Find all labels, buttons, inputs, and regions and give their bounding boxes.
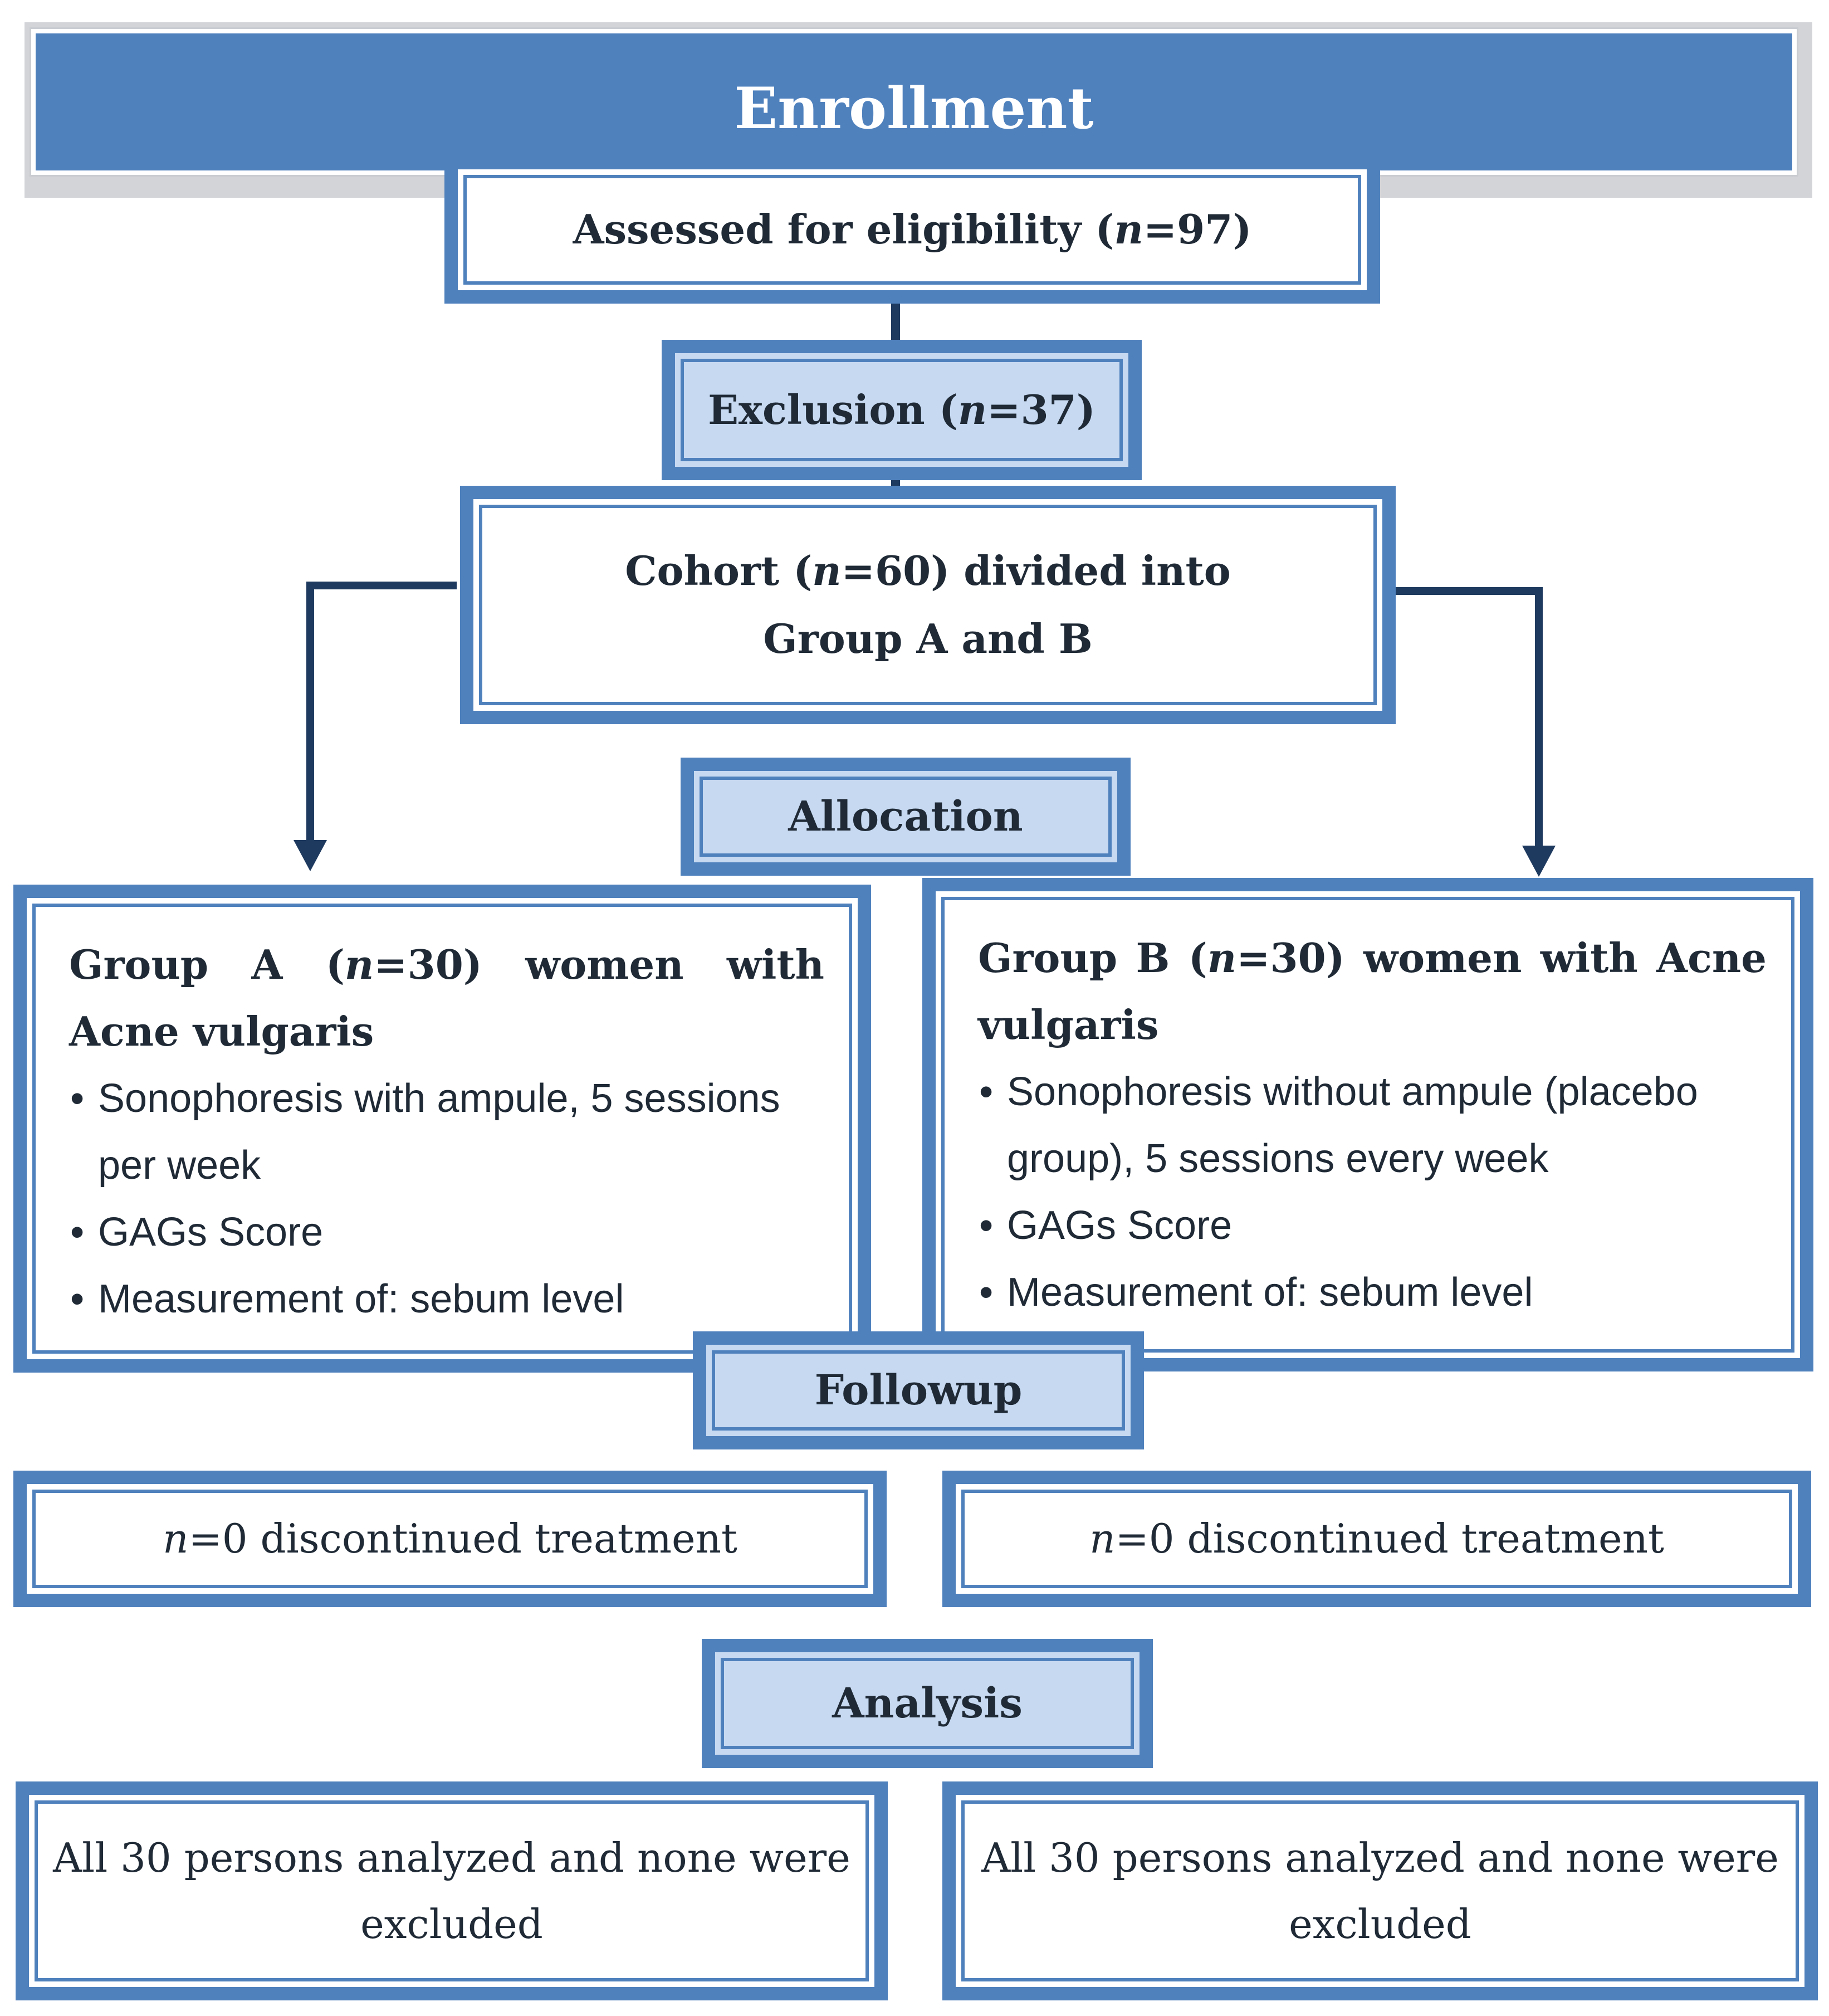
followup-content: Followup: [706, 1345, 1131, 1436]
bullet-icon: •: [70, 1076, 85, 1121]
arrow-down-left: [294, 840, 327, 871]
cohort-content: Cohort (n=60) divided into Group A and B: [473, 499, 1382, 711]
analysis-left-content: All 30 persons analyzed and none were ex…: [29, 1795, 874, 1987]
group-a-item-text: GAGs Score: [98, 1210, 324, 1254]
group-b-title-suffix: =30) women with Acne vulgaris: [978, 934, 1767, 1048]
exclusion-n: n: [957, 385, 987, 433]
group-b-item-text: Measurement of: sebum level: [1007, 1270, 1533, 1315]
bullet-icon: •: [70, 1277, 85, 1321]
group-b-title-prefix: Group B (: [978, 934, 1207, 982]
analysis-left-line-1: All 30 persons analyzed and none were: [53, 1834, 850, 1881]
enrollment-title: Enrollment: [734, 75, 1094, 142]
group-b-bullet-item: • Sonophoresis without ampule (placebo gr…: [978, 1058, 1767, 1192]
analysis-box: Analysis: [702, 1639, 1153, 1768]
group-a-box-inner-border: [32, 904, 852, 1354]
followup-right-text: n=0 discontinued treatment: [1089, 1506, 1664, 1572]
followup-box: Followup: [693, 1331, 1144, 1449]
followup-right-n: n: [1089, 1515, 1116, 1563]
group-a-title-suffix: =30) women with Acne vulgaris: [69, 941, 824, 1055]
assessed-box: Assessed for eligibility (n=97): [444, 156, 1380, 304]
allocation-label: Allocation: [788, 793, 1023, 841]
analysis-left-box: All 30 persons analyzed and none were ex…: [16, 1781, 888, 2000]
connector-cohort-right-horizontal: [1392, 587, 1543, 595]
analysis-box-inner-border: [721, 1658, 1134, 1749]
bullet-icon: •: [979, 1270, 994, 1315]
group-a-bullet-item: • Sonophoresis with ampule, 5 sessions pe…: [69, 1065, 824, 1199]
followup-left-inner-border: [32, 1490, 868, 1588]
group-b-item-text: GAGs Score: [1007, 1203, 1233, 1248]
cohort-prefix: Cohort (: [625, 546, 813, 594]
exclusion-box-inner-border: [681, 359, 1123, 461]
group-a-bullet-list: • Sonophoresis with ampule, 5 sessions pe…: [69, 1065, 824, 1332]
bullet-icon: •: [979, 1203, 994, 1248]
group-b-content: Group B (n=30) women with Acne vulgaris …: [978, 925, 1767, 1336]
followup-right-box: n=0 discontinued treatment: [942, 1471, 1811, 1607]
connector-cohort-right-vertical: [1535, 587, 1543, 849]
analysis-right-box: All 30 persons analyzed and none were ex…: [942, 1781, 1818, 2000]
group-a-content: Group A (n=30) women with Acne vulgaris …: [69, 931, 824, 1337]
exclusion-content: Exclusion (n=37): [675, 353, 1128, 467]
exclusion-box: Exclusion (n=37): [662, 340, 1142, 480]
group-b-n: n: [1207, 934, 1237, 982]
followup-right-inner-border: [961, 1490, 1792, 1588]
analysis-right-line-2: excluded: [1289, 1900, 1471, 1947]
group-a-title-prefix: Group A (: [69, 941, 345, 988]
group-b-bullet-item: • Measurement of: sebum level: [978, 1259, 1767, 1326]
allocation-content: Allocation: [694, 771, 1117, 862]
group-b-box-inner-border: [941, 897, 1794, 1353]
allocation-box-inner-border: [700, 777, 1112, 857]
group-b-bullet-list: • Sonophoresis without ampule (placebo gr…: [978, 1058, 1767, 1326]
followup-left-detail: =0 discontinued treatment: [188, 1515, 737, 1563]
analysis-right-line-1: All 30 persons analyzed and none were: [981, 1834, 1779, 1881]
analysis-right-inner-border: [961, 1800, 1799, 1981]
enrollment-banner: [31, 29, 1797, 175]
group-a-title: Group A (n=30) women with Acne vulgaris: [69, 931, 824, 1065]
group-a-box: Group A (n=30) women with Acne vulgaris …: [13, 885, 871, 1373]
connector-assessed-exclusion: [891, 295, 900, 351]
group-a-n: n: [344, 941, 374, 988]
analysis-label: Analysis: [832, 1680, 1023, 1727]
exclusion-label: Exclusion (n=37): [708, 376, 1096, 444]
analysis-right-content: All 30 persons analyzed and none were ex…: [956, 1795, 1804, 1987]
group-a-bullet-item: • GAGs Score: [69, 1199, 824, 1266]
cohort-box: Cohort (n=60) divided into Group A and B: [460, 486, 1396, 724]
group-a-item-text: Sonophoresis with ampule, 5 sessions per…: [98, 1076, 780, 1188]
cohort-box-inner-border: [479, 505, 1377, 705]
arrow-down-right: [1522, 846, 1556, 877]
followup-box-inner-border: [712, 1350, 1125, 1431]
followup-left-box: n=0 discontinued treatment: [13, 1471, 887, 1607]
bullet-icon: •: [979, 1070, 994, 1114]
exclusion-prefix: Exclusion (: [708, 385, 958, 433]
cohort-suffix: =60) divided into: [841, 546, 1231, 594]
group-a-bullet-item: • Measurement of: sebum level: [69, 1266, 824, 1332]
group-b-box: Group B (n=30) women with Acne vulgaris …: [922, 878, 1813, 1371]
cohort-n: n: [812, 546, 842, 594]
exclusion-count: =37): [987, 385, 1096, 433]
assessed-prefix: Assessed for eligibility (: [573, 206, 1114, 253]
followup-right-detail: =0 discontinued treatment: [1115, 1515, 1664, 1563]
followup-right-content: n=0 discontinued treatment: [956, 1484, 1798, 1594]
followup-left-n: n: [163, 1515, 189, 1563]
bullet-icon: •: [70, 1210, 85, 1254]
allocation-box: Allocation: [681, 758, 1131, 876]
followup-left-text: n=0 discontinued treatment: [163, 1506, 737, 1572]
analysis-content: Analysis: [715, 1652, 1140, 1755]
group-b-bullet-item: • GAGs Score: [978, 1192, 1767, 1259]
analysis-left-line-2: excluded: [360, 1900, 543, 1947]
group-b-item-text: Sonophoresis without ampule (placebo gro…: [1007, 1070, 1698, 1181]
group-a-item-text: Measurement of: sebum level: [98, 1277, 624, 1321]
connector-cohort-left-horizontal: [306, 582, 457, 589]
followup-label: Followup: [814, 1366, 1023, 1414]
assessed-content: Assessed for eligibility (n=97): [458, 169, 1367, 290]
cohort-line-2: Group A and B: [763, 615, 1093, 662]
analysis-left-inner-border: [35, 1800, 869, 1981]
assessed-label: Assessed for eligibility (n=97): [573, 196, 1252, 263]
connector-cohort-left-vertical: [306, 582, 314, 843]
followup-left-content: n=0 discontinued treatment: [27, 1484, 873, 1594]
cohort-line-1: Cohort (n=60) divided into: [625, 537, 1230, 605]
assessed-n: n: [1114, 206, 1143, 253]
assessed-count: =97): [1143, 206, 1252, 253]
assessed-box-inner-border: [463, 175, 1361, 285]
group-b-title: Group B (n=30) women with Acne vulgaris: [978, 925, 1767, 1058]
